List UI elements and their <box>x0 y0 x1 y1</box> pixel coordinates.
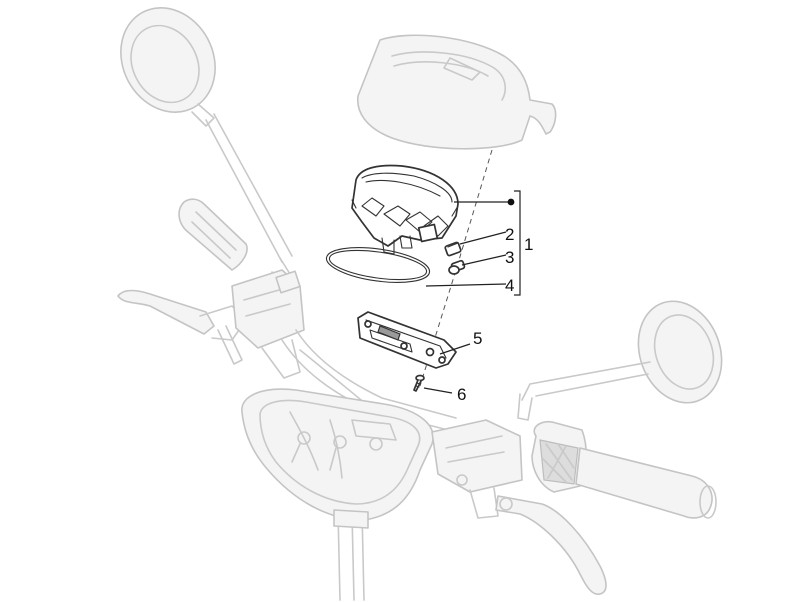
leader-4 <box>425 283 507 287</box>
callout-5: 5 <box>473 329 482 348</box>
right-mirror-ghost <box>517 300 723 421</box>
leader-6 <box>423 387 453 394</box>
leader-3 <box>461 254 507 266</box>
left-mirror-ghost <box>120 7 301 301</box>
right-lever-ghost <box>495 495 607 596</box>
callout-3: 3 <box>505 248 514 267</box>
callout-6: 6 <box>457 385 466 404</box>
leader-5 <box>439 343 471 355</box>
leader-2 <box>459 231 507 245</box>
callout-labels: 1 2 3 4 5 6 <box>457 225 533 404</box>
bulb-holder-part <box>444 241 462 257</box>
group-bracket <box>514 190 521 296</box>
right-grip-ghost <box>531 420 717 519</box>
left-switch-ghost <box>231 269 305 379</box>
screw-part <box>413 374 425 392</box>
callout-2: 2 <box>505 225 514 244</box>
leader-lines <box>423 190 521 394</box>
bulb-part <box>448 259 466 275</box>
callout-1: 1 <box>524 235 533 254</box>
handlebar-cover-ghost <box>241 388 434 521</box>
leader-bullet <box>507 198 515 206</box>
left-lever-ghost <box>117 289 247 365</box>
o-ring-seal-part <box>325 247 431 283</box>
instrument-cover-ghost <box>357 34 557 150</box>
left-grip-ghost <box>178 198 248 271</box>
callout-4: 4 <box>505 276 514 295</box>
handlebar-ghost <box>117 7 723 601</box>
right-switch-ghost <box>431 419 523 519</box>
steering-stem-ghost <box>333 509 369 601</box>
instrument-cluster-part <box>351 164 459 255</box>
mounting-bracket-part <box>357 311 457 369</box>
